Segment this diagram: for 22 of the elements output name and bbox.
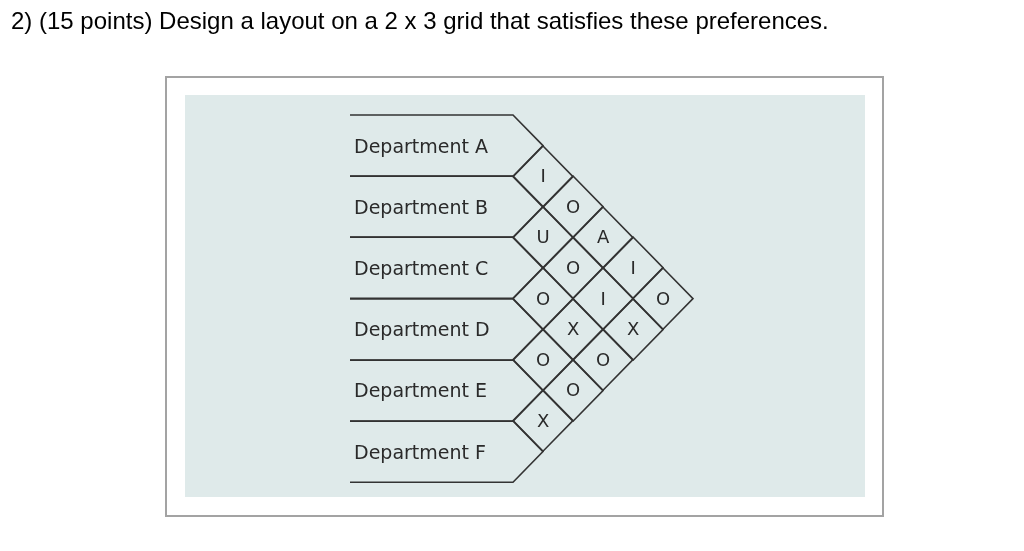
rating-letter: O <box>566 196 581 217</box>
rating-letter: O <box>566 258 581 278</box>
rating-letter: X <box>567 319 580 340</box>
rating-letter: U <box>536 227 550 248</box>
department-name: Department C <box>354 257 489 279</box>
rating-letter: O <box>596 349 611 370</box>
rating-letter: O <box>566 380 581 401</box>
department-name: Department D <box>354 318 490 341</box>
rating-letter: I <box>630 258 636 278</box>
department-name: Department E <box>354 379 488 402</box>
rating-letter: O <box>536 288 551 309</box>
rating-letter: I <box>540 166 546 187</box>
rating-letter: I <box>600 288 606 309</box>
department-name: Department A <box>354 134 488 157</box>
rating-letter: A <box>597 227 610 248</box>
department-name: Department B <box>354 195 489 218</box>
department-name: Department F <box>354 440 486 463</box>
rating-letter: X <box>627 319 640 340</box>
rating-letter: O <box>656 288 671 309</box>
question-title: 2) (15 points) Design a layout on a 2 x 3 grid that satisfies these preferences. <box>11 7 829 35</box>
rating-letter: O <box>536 349 551 370</box>
rating-letter: X <box>537 411 550 431</box>
